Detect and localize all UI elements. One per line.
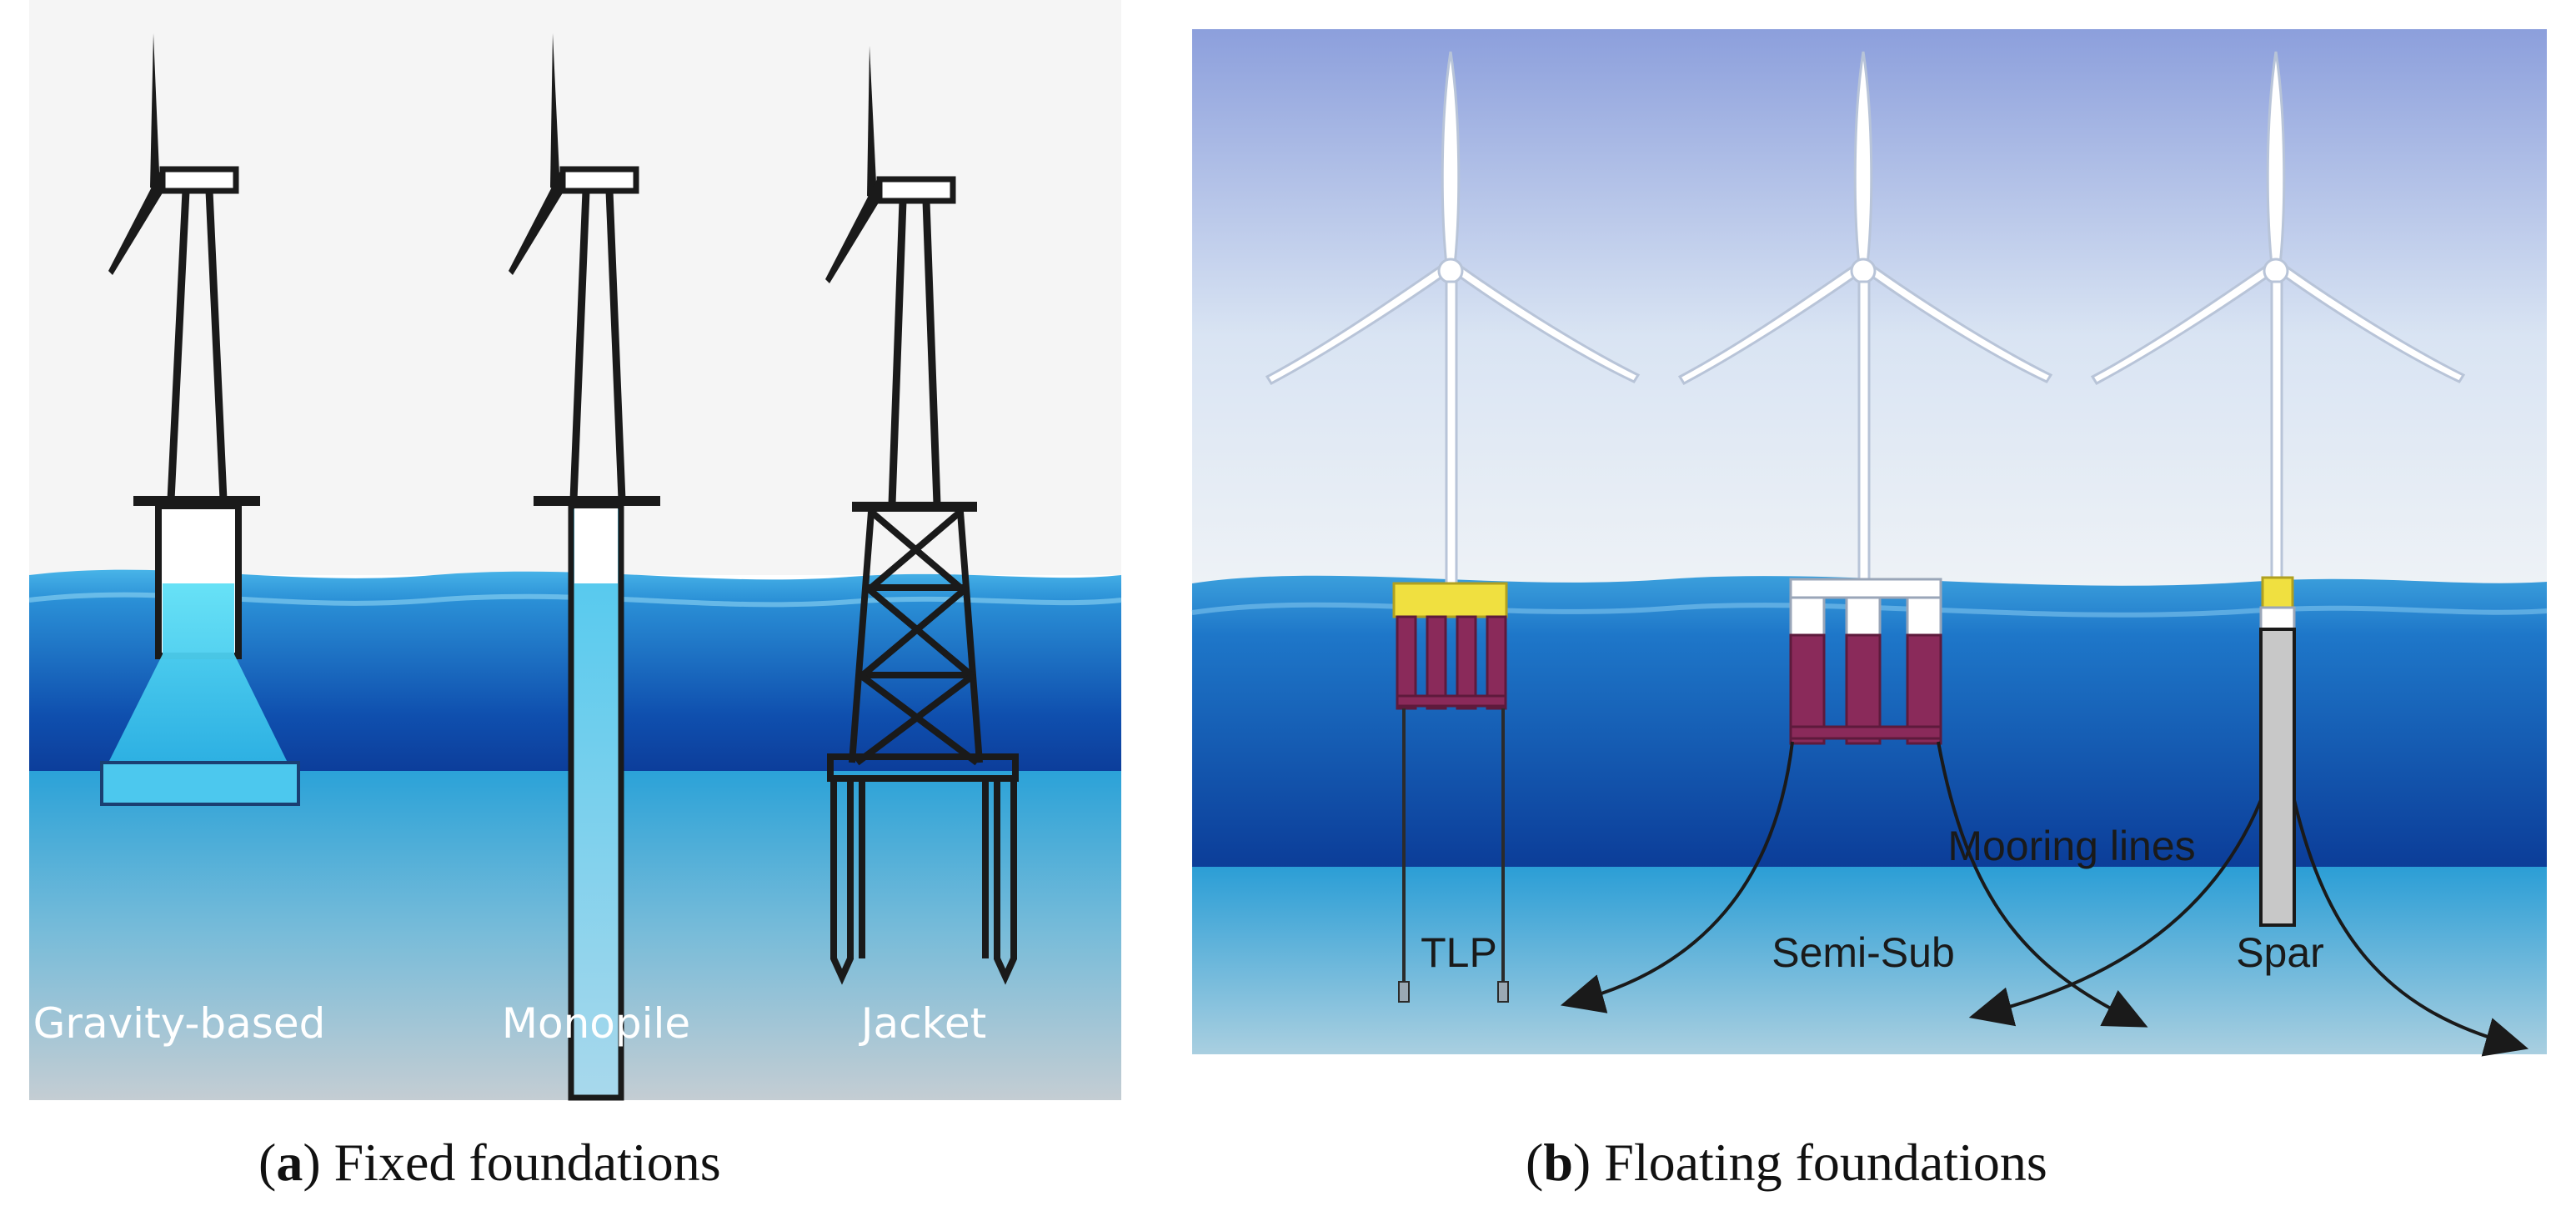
semi-sub-columns [1789,633,1942,745]
tower [2270,280,2283,581]
label-semi-sub: Semi-Sub [1772,929,1955,976]
gravity-base [108,583,288,763]
tower [1445,280,1458,588]
tlp-buoyancy [1392,582,1508,618]
monopile-above-water [574,508,618,583]
semi-sub-mooring [1560,741,2148,1028]
platform [852,502,977,512]
caption-fixed-foundations: (a) Fixed foundations [258,1133,721,1192]
tower [167,190,228,501]
caption-letter-b: b [1543,1133,1573,1192]
label-gravity-based: Gravity-based [33,999,326,1048]
rotor [2090,51,2466,385]
semi-sub-turbine [1560,51,2148,1028]
panel-a-fixed-foundations: Gravity-based Monopile Jacket [28,0,1122,1101]
caption-text-b: Floating foundations [1591,1133,2047,1192]
label-tlp: TLP [1421,929,1497,976]
label-mooring-lines: Mooring lines [1947,823,2195,869]
rotor [1677,51,2053,385]
monopile-turbine [509,33,660,1101]
spar-mooring [1968,799,2529,1057]
semi-sub-topside [1789,578,1942,637]
rotor [1265,51,1641,385]
turbine-blade-up [150,33,160,192]
label-monopile: Monopile [502,999,690,1048]
nacelle [559,166,639,194]
panel-b-seabed [1192,867,2547,1054]
turbine-blade-down [509,171,571,275]
spar-hull [2259,628,2296,927]
tower [569,190,626,501]
gravity-base-slab [100,761,300,806]
caption-letter-a: a [276,1133,303,1192]
turbine-blade-down [108,171,171,275]
spar-buoyancy [2261,576,2294,609]
gravity-based-turbine [100,33,300,806]
spar-turbine [1968,51,2529,1057]
turbine-blade-up [867,46,877,200]
nacelle [159,166,239,194]
platform [534,496,660,506]
tower [1857,280,1871,583]
tlp-anchor [1497,981,1509,1003]
tower [888,200,941,505]
turbine-blade-down [825,179,888,283]
spar-waterline [2259,606,2296,631]
panel-b-floating-foundations: TLP Semi-Sub Spar Mooring lines [1191,29,2548,1057]
label-spar: Spar [2236,929,2324,976]
tlp-tendons [1402,708,1505,983]
tlp-anchor [1398,981,1410,1003]
caption-text-a: Fixed foundations [320,1133,721,1192]
monopile [568,503,624,1101]
tlp-turbine [1265,51,1641,1003]
nacelle [876,176,956,204]
caption-floating-foundations: (b) Floating foundations [1526,1133,2047,1192]
label-jacket: Jacket [859,999,986,1048]
tlp-columns [1396,615,1507,710]
turbine-blade-up [550,33,560,192]
jacket-turbine [825,46,1019,985]
jacket-lattice [827,508,1019,985]
